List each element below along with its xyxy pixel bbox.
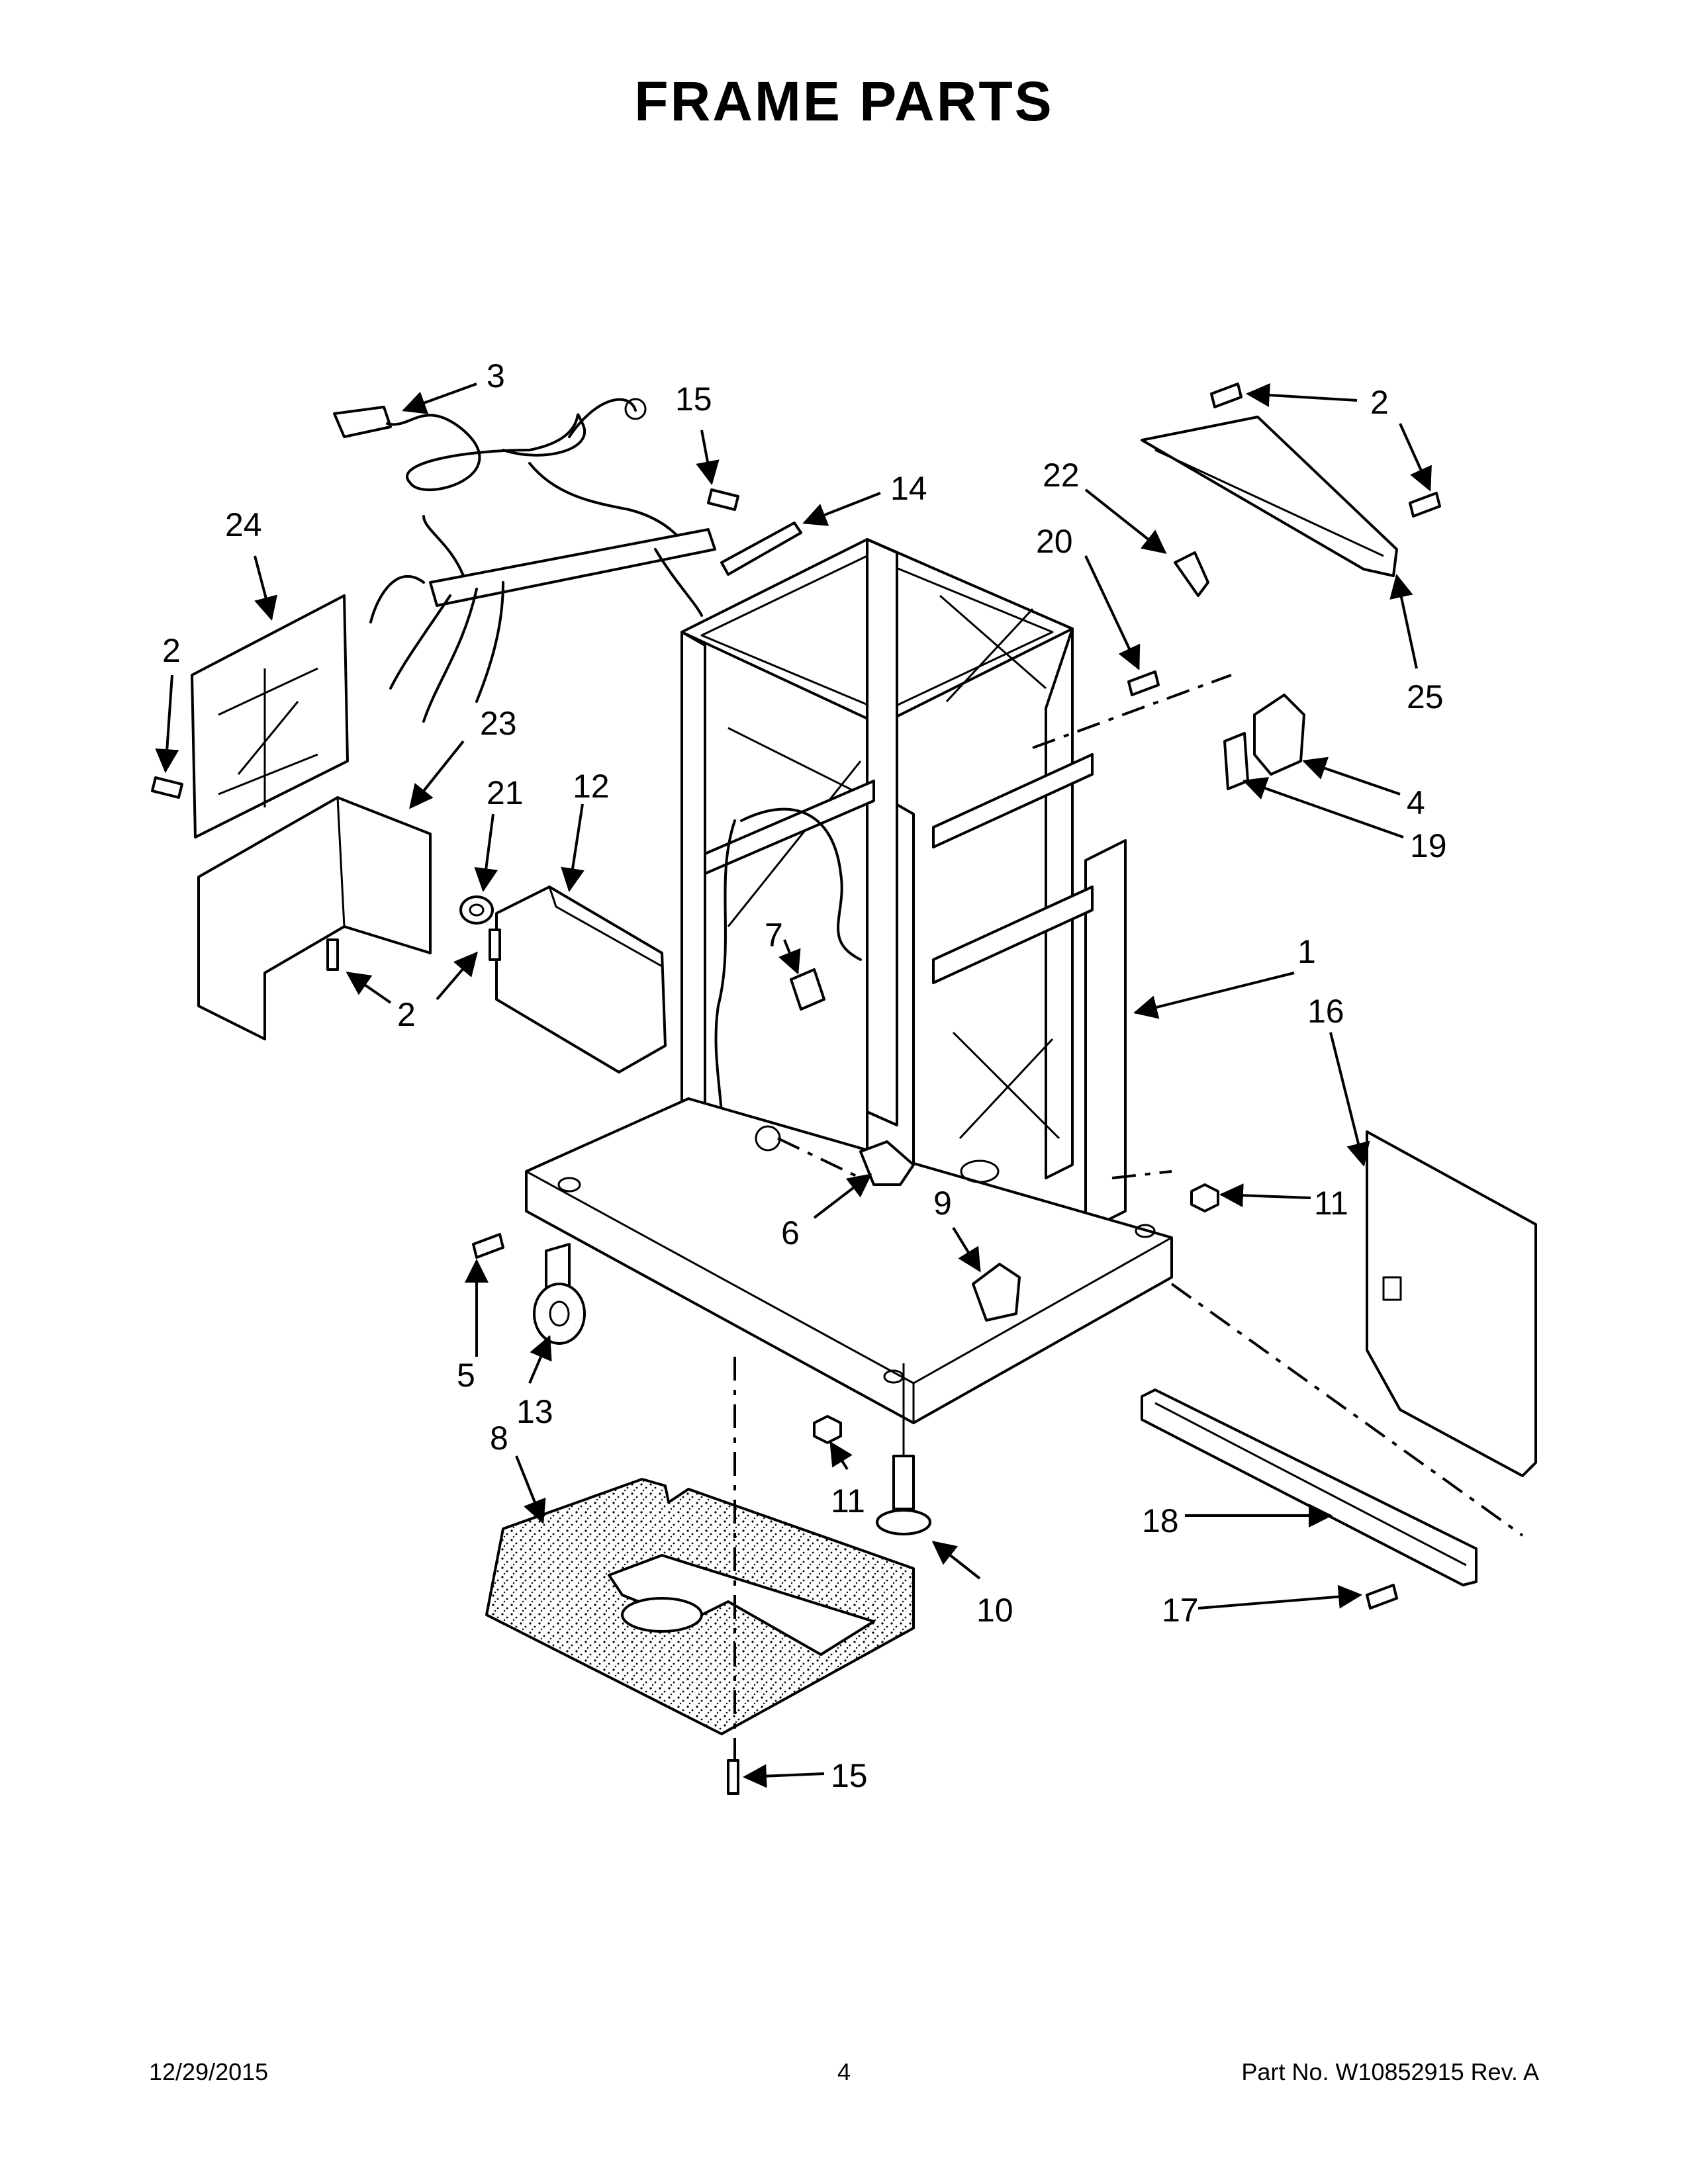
callout-21: 21 <box>487 774 524 811</box>
terminal-bracket <box>495 886 667 1073</box>
callout-11: 11 <box>831 1482 865 1520</box>
footer-part-number: Part No. W10852915 Rev. A <box>1241 2058 1539 2085</box>
callout-20: 20 <box>1036 523 1073 560</box>
footer-page-number: 4 <box>837 2058 851 2085</box>
callout-25: 25 <box>1407 678 1444 715</box>
callout-7: 7 <box>765 917 783 954</box>
callout-2: 2 <box>397 996 416 1033</box>
base-rail <box>1141 1388 1477 1586</box>
callout-2: 2 <box>1370 384 1389 421</box>
callout-15: 15 <box>831 1757 868 1794</box>
cabinet-frame <box>525 538 1173 1424</box>
callout-17: 17 <box>1162 1592 1199 1629</box>
callout-15: 15 <box>675 381 712 418</box>
callout-8: 8 <box>490 1420 508 1457</box>
callout-24: 24 <box>225 506 262 543</box>
callout-4: 4 <box>1407 784 1425 821</box>
page-title: FRAME PARTS <box>634 70 1054 132</box>
footer-date: 12/29/2015 <box>149 2058 269 2085</box>
callout-3: 3 <box>487 357 505 394</box>
callout-22: 22 <box>1043 457 1080 494</box>
callout-labels: 1 2 2 2 3 4 5 6 7 8 9 10 11 11 12 13 14 … <box>162 357 1447 1794</box>
door-switch <box>1223 694 1305 790</box>
callout-2: 2 <box>162 632 181 669</box>
callout-13: 13 <box>516 1393 553 1430</box>
callout-16: 16 <box>1307 993 1344 1030</box>
alignment-lines <box>733 674 1524 1760</box>
callout-12: 12 <box>573 768 610 805</box>
top-bracket-left <box>720 522 802 576</box>
base-insulation-pad <box>485 1478 915 1735</box>
leader-arrows <box>155 383 1432 1788</box>
side-panel <box>1366 1130 1537 1477</box>
electrical-shield <box>197 796 432 1040</box>
rear-access-panel <box>191 594 349 839</box>
small-parts <box>151 383 1441 1795</box>
callout-9: 9 <box>933 1185 952 1222</box>
wire-harness <box>333 398 716 723</box>
callout-11: 11 <box>1314 1185 1348 1222</box>
callout-1: 1 <box>1297 933 1316 970</box>
callout-10: 10 <box>976 1592 1013 1629</box>
top-bracket-right <box>1141 416 1398 577</box>
callout-18: 18 <box>1142 1502 1179 1539</box>
callout-5: 5 <box>457 1357 475 1394</box>
callout-6: 6 <box>781 1214 800 1251</box>
callout-23: 23 <box>480 705 517 742</box>
callout-14: 14 <box>890 470 927 507</box>
callout-19: 19 <box>1410 827 1447 864</box>
